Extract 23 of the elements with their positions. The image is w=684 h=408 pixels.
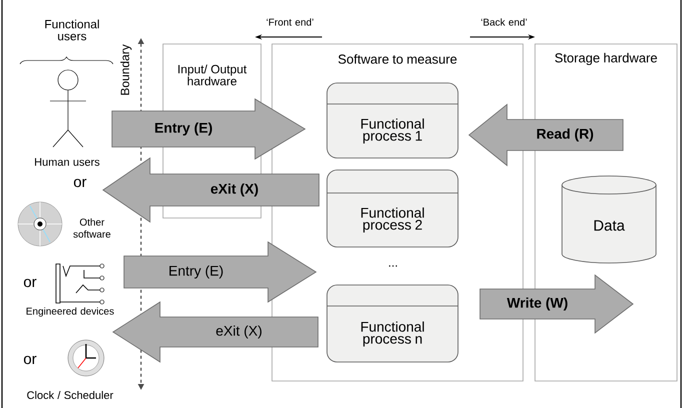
block-arrow bbox=[112, 301, 318, 363]
process-box: Functional process 1 bbox=[326, 82, 458, 158]
heading: Functional users bbox=[45, 20, 99, 40]
database-cylinder: Data bbox=[562, 176, 656, 264]
process-box: Functional process 2 bbox=[326, 170, 458, 248]
caption: Clock / Scheduler bbox=[27, 390, 114, 400]
caption: Human users bbox=[35, 158, 100, 166]
direction-label: ‘Front end’ bbox=[266, 18, 314, 26]
edge-label: eXit (X) bbox=[209, 182, 260, 198]
connector-word: or bbox=[24, 278, 36, 288]
block-arrow bbox=[112, 98, 306, 160]
boundary-label: Boundary bbox=[120, 44, 132, 95]
connector-word: or bbox=[24, 356, 36, 364]
ellipsis: ... bbox=[389, 265, 397, 267]
edge-label: Entry (E) bbox=[167, 264, 225, 280]
process-box: Functional process n bbox=[326, 284, 458, 362]
edge-label: eXit (X) bbox=[214, 324, 264, 340]
connector-word: or bbox=[74, 178, 86, 188]
caption: Engineered devices bbox=[26, 307, 114, 317]
caption: Other software bbox=[73, 218, 110, 238]
direction-label: ‘Back end’ bbox=[481, 18, 527, 26]
edge-label: Read (R) bbox=[535, 127, 595, 143]
block-arrow bbox=[102, 157, 320, 223]
